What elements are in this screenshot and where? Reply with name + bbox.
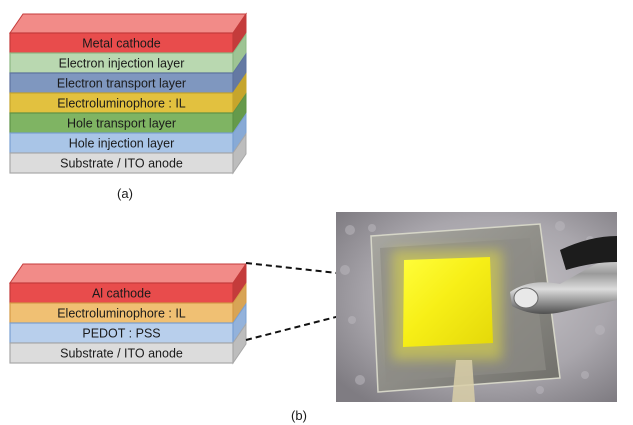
layer-hole-transport-layer: Hole transport layer	[9, 92, 247, 135]
layer-label: Hole transport layer	[67, 117, 176, 131]
layer-electroluminophore-il: Electroluminophore : IL	[9, 282, 247, 325]
layer-label: PEDOT : PSS	[82, 327, 160, 341]
layer-pedot-pss: PEDOT : PSS	[9, 302, 247, 345]
panel-b-caption: (b)	[291, 408, 307, 423]
layer-front-face	[9, 342, 234, 364]
layer-label: Hole injection layer	[69, 137, 175, 151]
layer-label: Metal cathode	[82, 37, 161, 51]
layer-substrate-ito-anode: Substrate / ITO anode	[9, 322, 247, 365]
panel-a-caption: (a)	[117, 186, 133, 201]
layer-label: Substrate / ITO anode	[60, 347, 183, 361]
layer-label: Substrate / ITO anode	[60, 157, 183, 171]
device-photo	[336, 212, 617, 402]
layer-al-cathode: Al cathode	[9, 262, 247, 305]
alligator-clip	[510, 236, 617, 314]
layer-label: Electron injection layer	[59, 57, 185, 71]
layer-metal-cathode: Metal cathode	[9, 12, 247, 55]
layer-hole-injection-layer: Hole injection layer	[9, 112, 247, 155]
layer-top-face	[9, 13, 247, 34]
layer-label: Electron transport layer	[57, 77, 186, 91]
layer-electroluminophore-il: Electroluminophore : IL	[9, 72, 247, 115]
layer-label: Electroluminophore : IL	[57, 307, 186, 321]
layer-front-face	[9, 152, 234, 174]
layer-label: Electroluminophore : IL	[57, 97, 186, 111]
layer-electron-injection-layer: Electron injection layer	[9, 32, 247, 75]
layer-substrate-ito-anode: Substrate / ITO anode	[9, 132, 247, 175]
connector-line-top	[245, 262, 411, 282]
emitting-area	[403, 257, 493, 347]
layer-label: Al cathode	[92, 287, 151, 301]
layer-top-face	[9, 263, 247, 284]
